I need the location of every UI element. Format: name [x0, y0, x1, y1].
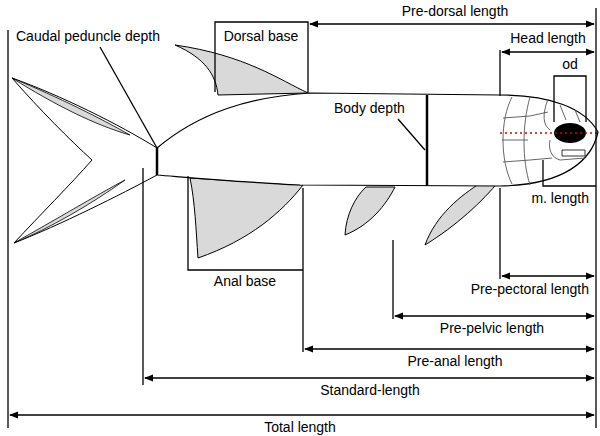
measurement-label: od — [560, 56, 580, 72]
fish-body — [157, 93, 598, 186]
maxilla — [562, 150, 585, 156]
measurement-label: m. length — [529, 190, 591, 206]
measurement-label: Pre-pectoral length — [469, 281, 591, 297]
pelvic-fin — [345, 187, 395, 235]
caudal-fin — [12, 78, 157, 243]
measurement-label: Pre-anal length — [406, 353, 505, 369]
depth-lines — [157, 95, 427, 186]
measurement-label: Pre-pelvic length — [438, 320, 546, 336]
anal-fin — [190, 178, 303, 258]
caudal-fin-rays — [12, 78, 130, 243]
measurement-label: Caudal peduncle depth — [14, 28, 162, 44]
dorsal-fin — [175, 45, 308, 95]
measurement-label: Total length — [262, 419, 338, 435]
measurement-label: Body depth — [332, 100, 407, 116]
measurement-label: Pre-dorsal length — [400, 3, 511, 19]
measurement-label: Anal base — [212, 273, 278, 289]
measurement-label: Standard-length — [318, 382, 422, 398]
measurement-label: Dorsal base — [222, 28, 301, 44]
measurement-lines — [8, 8, 596, 428]
pectoral-fin — [425, 180, 500, 245]
head-axis — [500, 132, 598, 133]
measurement-label: Head length — [508, 30, 588, 46]
